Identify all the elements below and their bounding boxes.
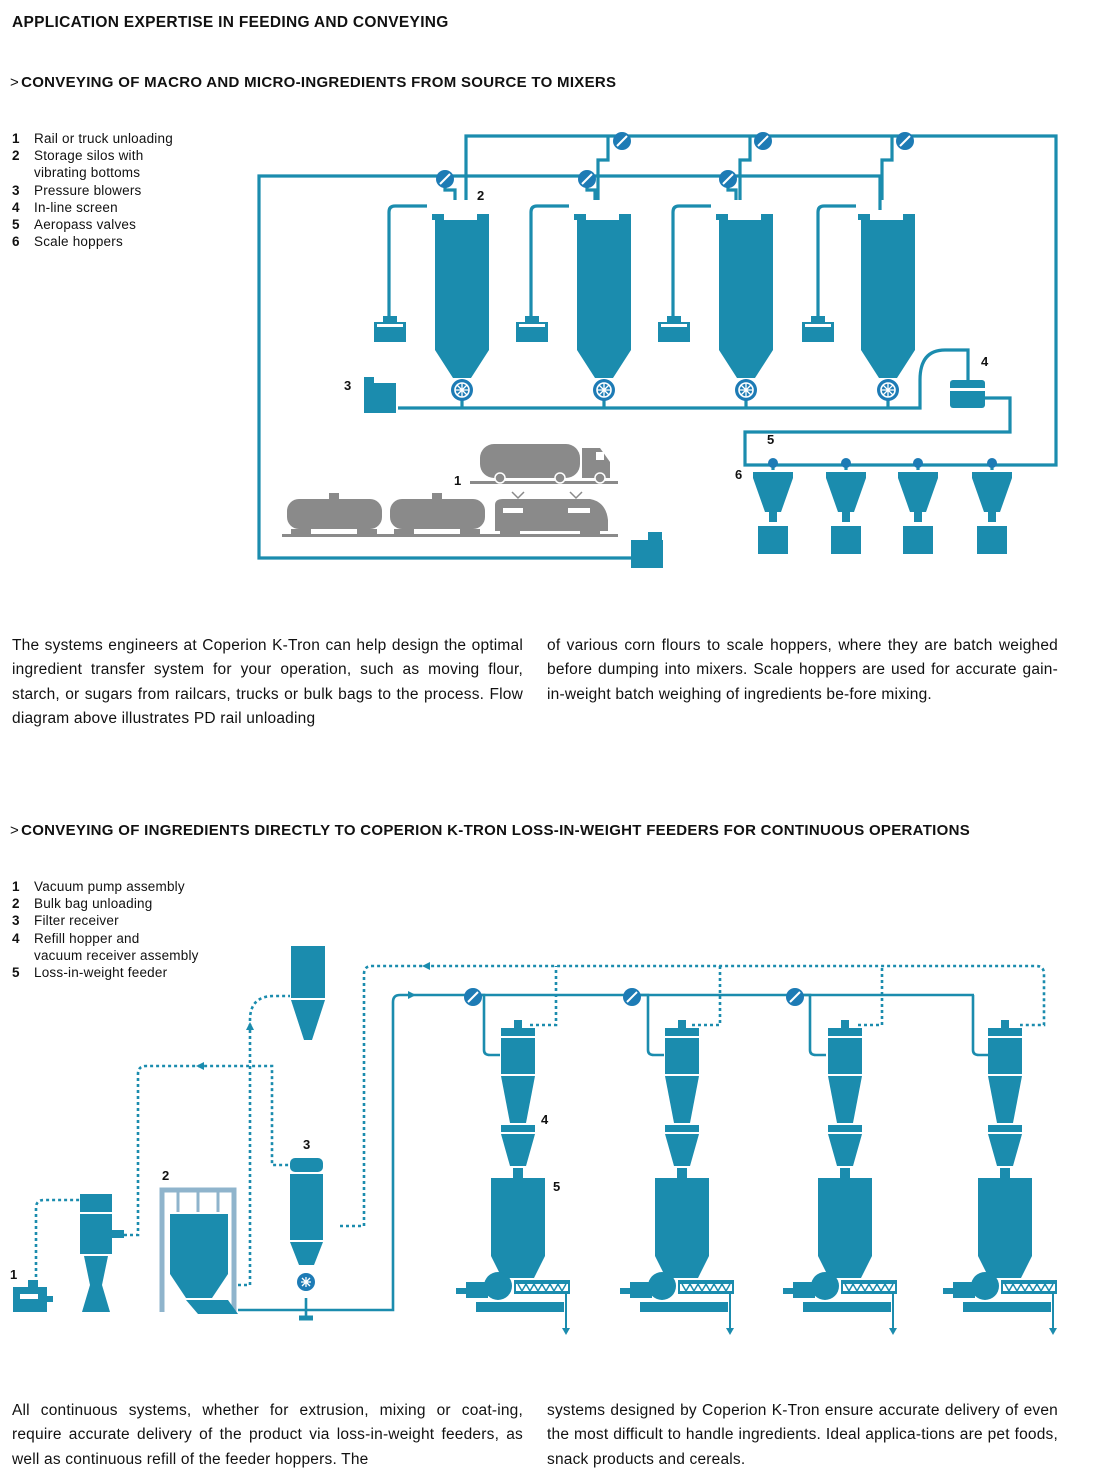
chevron-right-icon: >: [10, 822, 20, 839]
callout-2: 2: [162, 1168, 169, 1183]
diverter-valve-icon: [623, 988, 641, 1006]
callout-4: 4: [981, 354, 989, 369]
tanker-truck-icon: [470, 444, 618, 484]
section1-heading-text: CONVEYING OF MACRO AND MICRO-INGREDIENTS…: [21, 74, 617, 91]
chevron-right-icon: >: [10, 74, 20, 91]
section1-text-col2: of various corn flours to scale hoppers,…: [547, 637, 1058, 703]
refill-hopper: [828, 1020, 862, 1196]
source-bin-icon: [291, 946, 325, 1040]
loss-in-weight-feeder: [942, 1177, 1058, 1336]
filter-receiver-icon: [290, 1158, 323, 1321]
diverter-valve-icon: [786, 988, 804, 1006]
diverter-valve-icon: [464, 988, 482, 1006]
inline-screen-icon: [950, 380, 985, 408]
loss-in-weight-feeder: [455, 1177, 571, 1336]
refill-hopper: [988, 1020, 1022, 1196]
callout-5: 5: [553, 1179, 560, 1194]
vacuum-pump-icon: [13, 1280, 53, 1312]
callout-6: 6: [735, 467, 742, 482]
diagram-rail-unloading: 1 2 3 4 5 6: [257, 131, 1058, 568]
section2-heading-text: CONVEYING OF INGREDIENTS DIRECTLY TO COP…: [21, 822, 971, 839]
callout-3: 3: [303, 1137, 310, 1152]
callout-5: 5: [767, 432, 774, 447]
rail-train-icon: [282, 491, 618, 537]
callout-1: 1: [10, 1267, 17, 1282]
legend-item: vibrating bottoms: [34, 165, 141, 181]
section1-heading: >CONVEYING OF MACRO AND MICRO-INGREDIENT…: [10, 74, 616, 91]
refill-hopper: [665, 1020, 699, 1196]
pressure-blower-icon: [631, 532, 663, 568]
callout-1: 1: [454, 473, 461, 488]
section2-heading: >CONVEYING OF INGREDIENTS DIRECTLY TO CO…: [10, 822, 970, 839]
refill-hopper: [501, 1020, 535, 1196]
callout-2: 2: [477, 188, 484, 203]
callout-4: 4: [541, 1112, 549, 1127]
legend-item: vacuum receiver assembly: [34, 947, 199, 963]
cyclone-separator-icon: [80, 1194, 124, 1312]
loss-in-weight-feeder: [782, 1177, 898, 1336]
page-title: APPLICATION EXPERTISE IN FEEDING AND CON…: [12, 14, 449, 31]
section2-text-col1: All continuous systems, whether for extr…: [12, 1402, 523, 1468]
loss-in-weight-feeder: [619, 1177, 735, 1336]
section2-text-col2: systems designed by Coperion K-Tron ensu…: [547, 1402, 1058, 1468]
pressure-blower-icon: [364, 377, 396, 413]
bulk-bag-unloader-icon: [159, 1187, 238, 1314]
callout-3: 3: [344, 378, 351, 393]
section1-text-col1: The systems engineers at Coperion K-Tron…: [12, 637, 523, 728]
